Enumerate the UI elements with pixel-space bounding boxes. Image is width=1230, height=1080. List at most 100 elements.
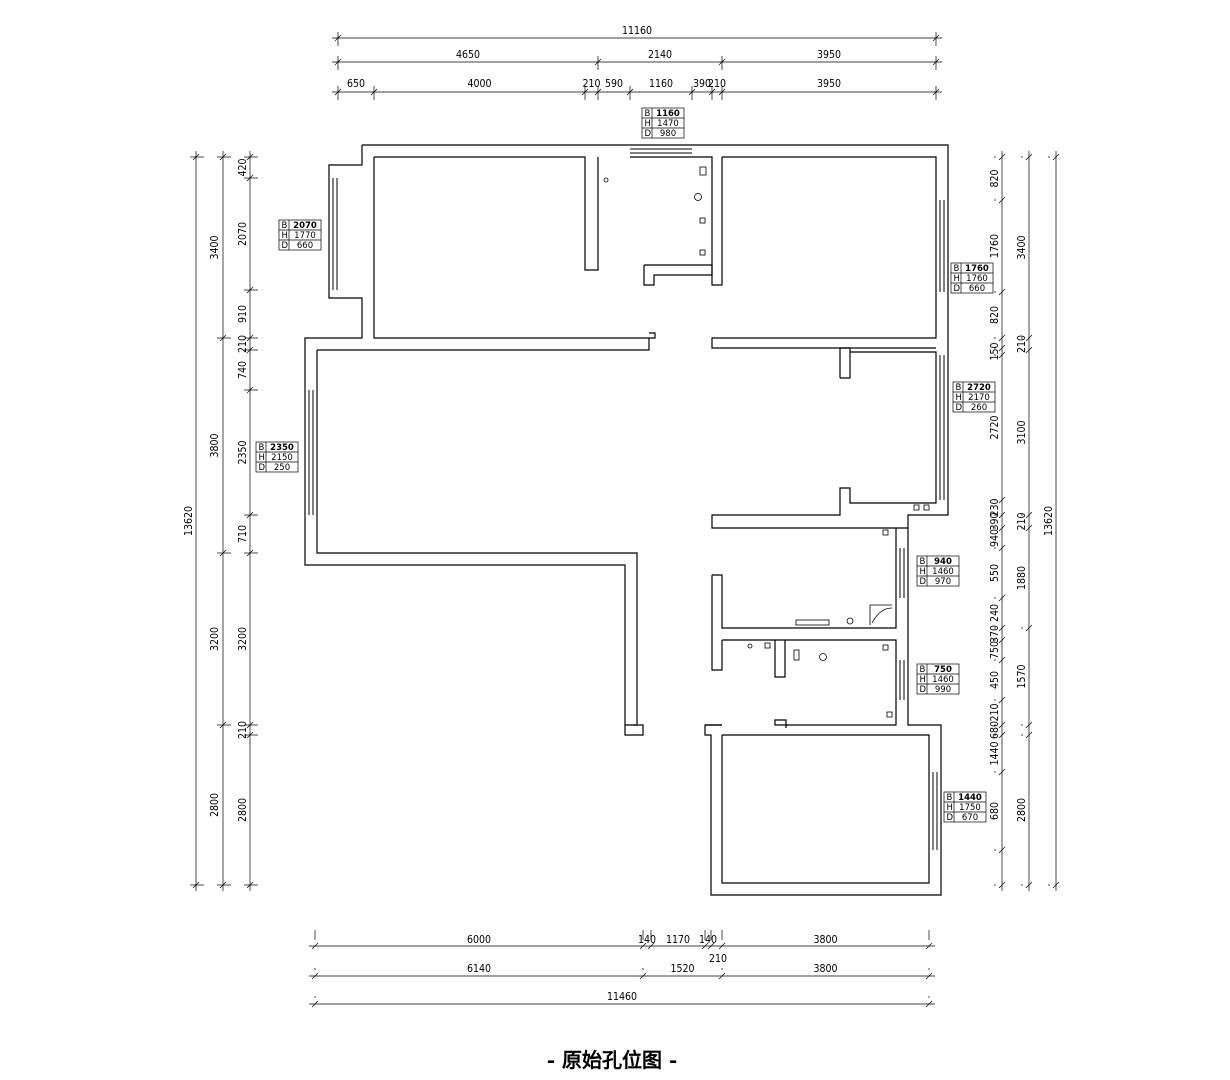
table-frame — [943, 791, 987, 823]
dimension-line — [998, 881, 1006, 889]
table-key: B — [947, 793, 953, 803]
floor-drain-icon — [603, 177, 609, 183]
dimension-label: 750 — [989, 641, 1001, 659]
table-key: D — [282, 241, 289, 251]
dimension-line — [1025, 153, 1033, 161]
dimension-line — [718, 972, 726, 980]
dimension-label: 1880 — [1016, 566, 1028, 590]
dimension-line — [998, 153, 1006, 161]
table-value: 1760 — [965, 264, 989, 274]
dimension-label: 210 — [237, 721, 249, 739]
dimension-label: 210 — [237, 335, 249, 353]
room-bathroom-wall — [711, 575, 723, 671]
socket-icon — [923, 504, 930, 511]
table-key: D — [956, 403, 963, 413]
dimension-label: 13620 — [183, 506, 195, 536]
room-bedroom-1 — [373, 157, 656, 339]
dimension-label: 2350 — [237, 440, 249, 464]
table-value: 940 — [934, 557, 952, 567]
dimension-label: 370 — [989, 625, 1001, 643]
dimension-line — [1025, 524, 1033, 532]
table-value: 1460 — [932, 675, 954, 685]
dimension-line — [1052, 881, 1060, 889]
dimension-line — [925, 972, 933, 980]
dimension-line — [998, 768, 1006, 776]
table-value: 1760 — [966, 274, 988, 284]
table-key: D — [920, 685, 927, 695]
dimension-label: 650 — [347, 78, 365, 90]
table-key: B — [920, 665, 926, 675]
table-frame — [278, 219, 322, 251]
table-key: B — [259, 443, 265, 453]
dimension-label: 3200 — [237, 627, 249, 651]
dimension-line — [998, 696, 1006, 704]
dimension-label: 6000 — [467, 934, 491, 946]
table-value: 1160 — [656, 109, 680, 119]
dimension-label: 210 — [989, 703, 1001, 721]
table-value: 1440 — [958, 793, 982, 803]
window-right-upper — [935, 200, 945, 292]
dimension-label: 820 — [989, 169, 1001, 187]
dimension-label: 210 — [1016, 335, 1028, 353]
dimension-label: 2720 — [989, 415, 1001, 439]
dimension-line — [701, 942, 709, 950]
dimension-label: 390 — [989, 512, 1001, 530]
table-key: D — [920, 577, 927, 587]
room-bathroom-2 — [722, 639, 897, 728]
dimension-label: 1160 — [649, 78, 673, 90]
dimension-line — [311, 1000, 319, 1008]
dimension-label: 230 — [989, 498, 1001, 516]
table-key: B — [645, 109, 651, 119]
tap-icon — [846, 617, 854, 625]
table-key: D — [259, 463, 266, 473]
dimension-label: 390 — [693, 78, 711, 90]
table-value: 2720 — [967, 383, 991, 393]
dimension-label: 1520 — [670, 963, 694, 975]
dimension-line — [925, 1000, 933, 1008]
table-key: H — [956, 393, 962, 403]
socket-icon — [764, 642, 771, 649]
table-value: 970 — [935, 577, 951, 587]
dimension-label: 4000 — [467, 78, 491, 90]
dimension-line — [998, 731, 1006, 739]
dimension-line — [1025, 731, 1033, 739]
dimension-label: 450 — [989, 671, 1001, 689]
dimension-line — [925, 942, 933, 950]
table-key: D — [947, 813, 954, 823]
dimension-label: 140 — [699, 934, 717, 946]
table-key: D — [645, 129, 652, 139]
dimension-label: 11460 — [607, 991, 637, 1003]
table-value: 1470 — [657, 119, 679, 129]
dimension-label: 210 — [582, 78, 600, 90]
table-key: B — [920, 557, 926, 567]
socket-icon — [882, 529, 889, 536]
dimension-label: 2140 — [648, 49, 672, 61]
table-key: H — [954, 274, 960, 284]
dimension-line — [1025, 346, 1033, 354]
dimension-line — [1052, 153, 1060, 161]
exterior-wall-outer-left — [304, 145, 644, 736]
room-bedroom-3-door — [839, 347, 851, 379]
socket-icon — [793, 649, 800, 661]
dimension-label: 420 — [237, 158, 249, 176]
dimension-label: 11160 — [622, 25, 652, 37]
dimension-line — [647, 942, 655, 950]
dimension-label: 3400 — [209, 235, 221, 259]
room-bathroom-wall-2 — [774, 640, 786, 678]
socket-icon — [913, 504, 920, 511]
table-key: B — [954, 264, 960, 274]
window-openings — [304, 144, 945, 850]
table-value: 2170 — [968, 393, 990, 403]
dimension-label: 2070 — [237, 222, 249, 246]
water-heater-icon — [869, 604, 893, 625]
dimension-label: 3200 — [209, 627, 221, 651]
table-frame — [952, 381, 996, 413]
dimension-label: 3950 — [817, 78, 841, 90]
dimension-label: 740 — [237, 361, 249, 379]
dimension-line — [1025, 624, 1033, 632]
